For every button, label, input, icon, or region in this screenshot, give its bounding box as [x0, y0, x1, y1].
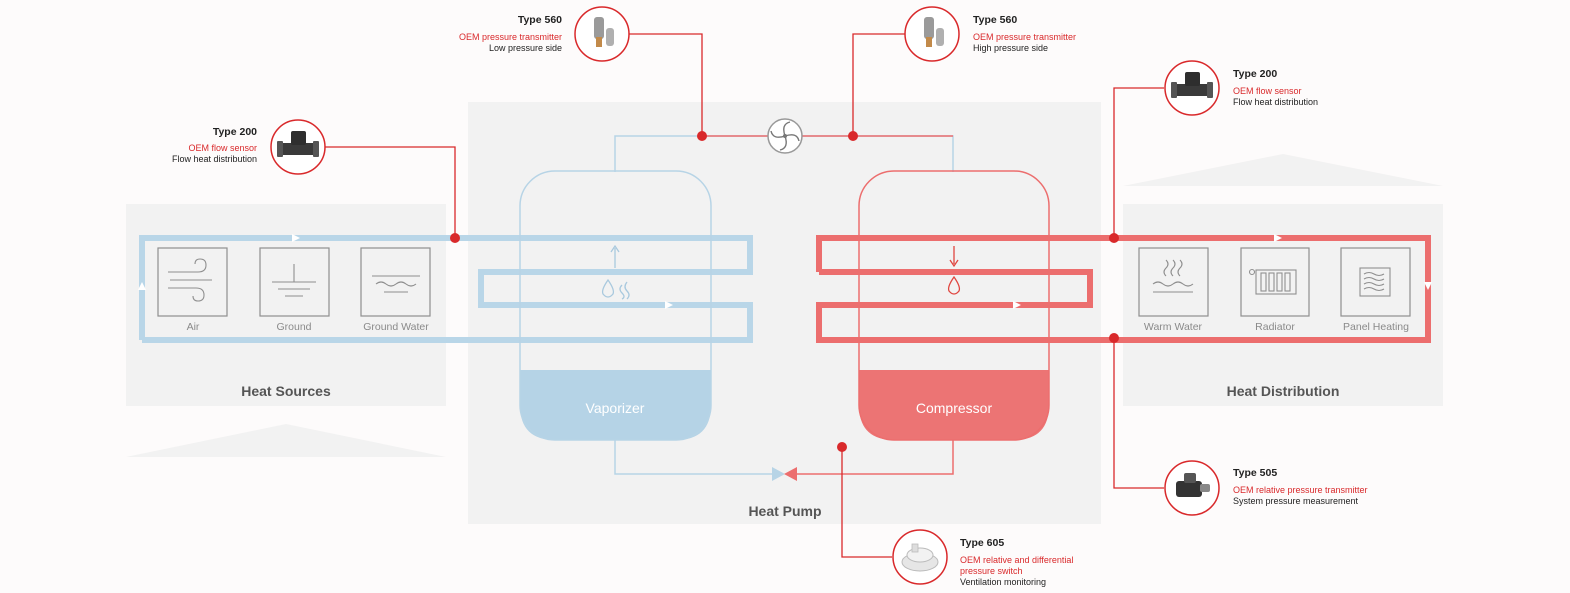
- relative-pressure-icon: [1176, 473, 1210, 497]
- radiator-icon: [1248, 268, 1297, 295]
- heat-source-pipe: [139, 235, 753, 343]
- source-air: Air: [157, 247, 228, 333]
- heat-distribution-panel: [1123, 204, 1443, 406]
- panel-heating-icon: [1359, 267, 1391, 297]
- evaporation-icon: [601, 244, 630, 300]
- dist-radiator: Radiator: [1240, 247, 1310, 333]
- compressor-label: Compressor: [916, 400, 993, 416]
- callout-desc: Flow heat distribution: [1233, 97, 1318, 107]
- callout-type: Type 560: [518, 14, 562, 26]
- pressure-switch-icon: [901, 543, 939, 572]
- callout-type: Type 605: [960, 537, 1004, 549]
- pressure-transmitter-icon: [594, 17, 614, 47]
- vaporizer-label: Vaporizer: [586, 400, 645, 416]
- expansion-valve-left: [772, 467, 785, 481]
- dist-label-warm-water: Warm Water: [1144, 321, 1203, 333]
- callout-desc: High pressure side: [973, 43, 1048, 53]
- callout-desc: Ventilation monitoring: [960, 577, 1046, 587]
- condensation-icon: [947, 246, 961, 295]
- warm-water-icon: [1152, 259, 1194, 293]
- callout-flow-sensor-left[interactable]: Type 200 OEM flow sensor Flow heat distr…: [172, 119, 326, 175]
- callout-name: OEM pressure transmitter: [459, 32, 562, 42]
- ground-icon: [272, 264, 316, 297]
- flow-arrow-blue-2: [665, 301, 673, 309]
- callout-desc: Flow heat distribution: [172, 154, 257, 164]
- callout-desc: Low pressure side: [489, 43, 562, 53]
- flow-sensor-icon: [277, 131, 319, 157]
- source-ground: Ground: [259, 247, 330, 333]
- callout-pressure-high[interactable]: Type 560 OEM pressure transmitter High p…: [904, 6, 1076, 62]
- callout-flow-sensor-right[interactable]: Type 200 OEM flow sensor Flow heat distr…: [1164, 60, 1318, 116]
- refrigerant-return-right: [790, 438, 954, 475]
- heat-sources-roof: [126, 424, 446, 457]
- sensor-dot-pressure-low: [697, 131, 707, 141]
- callout-type: Type 505: [1233, 467, 1277, 479]
- callout-type: Type 200: [213, 126, 257, 138]
- callout-name: OEM relative pressure transmitter: [1233, 485, 1368, 495]
- compressor-tank: Compressor: [858, 170, 1050, 441]
- heat-sources-title: Heat Sources: [241, 383, 331, 399]
- flow-arrow-blue-1: [292, 234, 300, 242]
- callout-relative-pressure[interactable]: Type 505 OEM relative pressure transmitt…: [1164, 460, 1368, 516]
- heat-pump-panel: [468, 102, 1101, 524]
- dist-label-panel-heating: Panel Heating: [1343, 321, 1409, 333]
- callout-pressure-low[interactable]: Type 560 OEM pressure transmitter Low pr…: [459, 6, 630, 62]
- flow-sensor-icon: [1171, 72, 1213, 98]
- air-icon: [168, 258, 212, 302]
- expansion-valve-right: [784, 467, 797, 481]
- callout-name: OEM flow sensor: [1233, 86, 1302, 96]
- dist-warm-water: Warm Water: [1138, 247, 1209, 333]
- callout-desc: System pressure measurement: [1233, 496, 1359, 506]
- refrigerant-return-left: [614, 438, 778, 475]
- source-ground-water: Ground Water: [360, 247, 431, 333]
- pressure-transmitter-icon: [924, 17, 944, 47]
- flow-arrow-red-1: [1274, 234, 1282, 242]
- callout-name: OEM flow sensor: [188, 143, 257, 153]
- heat-distribution-roof: [1123, 154, 1443, 186]
- sensor-dot-pressure-high: [848, 131, 858, 141]
- callout-type: Type 560: [973, 14, 1017, 26]
- source-label-air: Air: [187, 321, 200, 333]
- heat-sources-panel: [126, 204, 446, 406]
- heat-distribution-title: Heat Distribution: [1227, 383, 1340, 399]
- callout-name-line2: pressure switch: [960, 566, 1023, 576]
- dist-label-radiator: Radiator: [1255, 321, 1295, 333]
- flow-arrow-red-2: [1013, 301, 1021, 309]
- callout-pressure-switch[interactable]: Type 605 OEM relative and differential p…: [892, 529, 1073, 587]
- dist-panel-heating: Panel Heating: [1340, 247, 1411, 333]
- source-label-ground: Ground: [276, 321, 311, 333]
- callout-name: OEM pressure transmitter: [973, 32, 1076, 42]
- sensor-dot-flow-right: [1109, 233, 1119, 243]
- sensor-dot-relative: [1109, 333, 1119, 343]
- vaporizer-tank: Vaporizer: [519, 170, 712, 441]
- callout-type: Type 200: [1233, 68, 1277, 80]
- sensor-dot-switch: [837, 442, 847, 452]
- sensor-dot-flow-left: [450, 233, 460, 243]
- flow-arrow-red-3: [1424, 282, 1432, 290]
- heat-pump-title: Heat Pump: [748, 503, 821, 519]
- ground-water-icon: [372, 275, 420, 293]
- callout-name-line1: OEM relative and differential: [960, 555, 1073, 565]
- flow-arrow-blue-3: [138, 282, 146, 290]
- heat-distribution-pipe: [816, 235, 1431, 343]
- source-label-ground-water: Ground Water: [363, 321, 429, 333]
- fan-icon: [767, 118, 803, 154]
